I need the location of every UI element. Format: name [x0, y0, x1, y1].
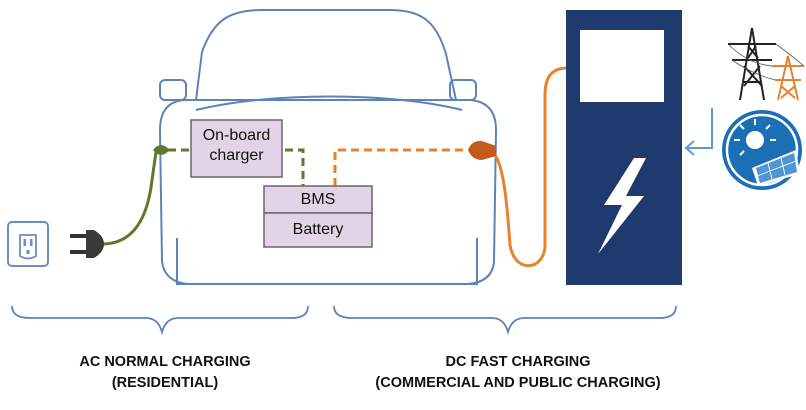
dc-section-title: DC FAST CHARGING [445, 354, 591, 370]
car-outline [158, 9, 498, 285]
dc-section-subtitle: (COMMERCIAL AND PUBLIC CHARGING) [375, 375, 661, 391]
dc-section-label: DC FAST CHARGING (COMMERCIAL AND PUBLIC … [348, 352, 688, 394]
battery-label: Battery [292, 221, 344, 238]
dc-charging-station [566, 10, 682, 285]
ac-section-title: AC NORMAL CHARGING [79, 354, 251, 370]
lightning-bolt-icon [598, 158, 646, 254]
onboard-charger-label: On-board charger [191, 126, 282, 166]
dc-plug-icon [468, 140, 496, 160]
wall-outlet-icon [7, 221, 49, 267]
ac-section-brace [11, 305, 309, 336]
ac-section-subtitle: (RESIDENTIAL) [111, 375, 219, 391]
bms-label: BMS [300, 191, 336, 208]
onboard-charger-box [190, 119, 283, 178]
onboard-charger-label-line2: charger [209, 147, 264, 164]
transmission-tower-icon [727, 27, 805, 101]
ac-section-label: AC NORMAL CHARGING (RESIDENTIAL) [60, 352, 270, 394]
station-screen [580, 30, 664, 102]
dc-cable [333, 66, 569, 268]
onboard-charger-label-line1: On-board [202, 127, 271, 144]
energy-source-arrow [684, 108, 713, 156]
dc-section-brace [333, 305, 677, 336]
battery-box [263, 212, 373, 248]
solar-panel-icon [722, 110, 802, 190]
ac-cable-connector [153, 145, 170, 155]
ac-plug-icon [70, 230, 104, 258]
bms-box [263, 185, 373, 214]
